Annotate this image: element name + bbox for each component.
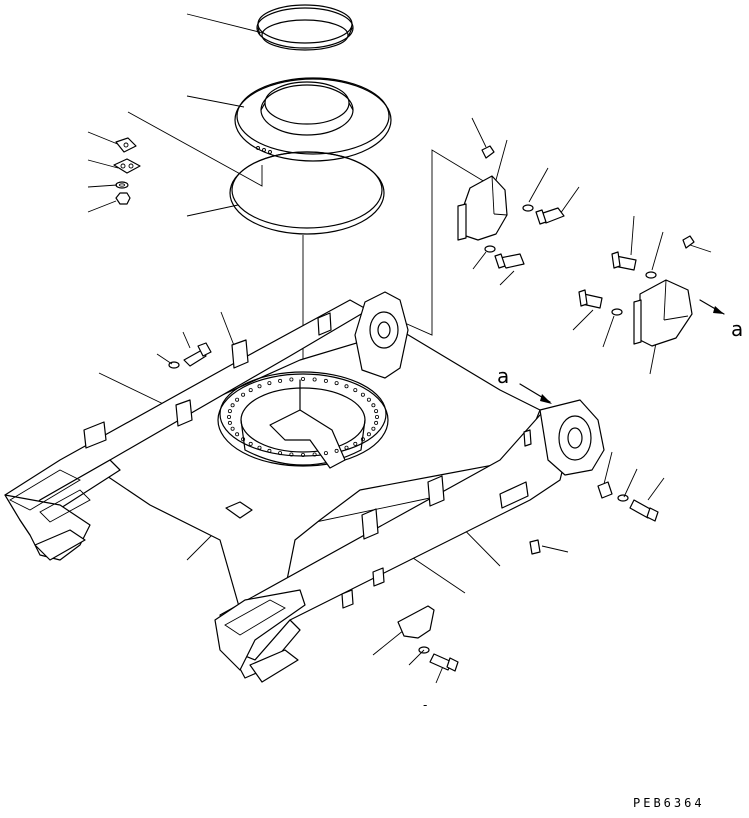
view-label-a-left: a bbox=[497, 364, 510, 388]
bolt-hole bbox=[374, 420, 379, 425]
bolt-hole bbox=[227, 420, 232, 425]
bolt-hole bbox=[323, 451, 328, 456]
view-arrow bbox=[519, 383, 552, 404]
bolt-hole bbox=[371, 403, 376, 408]
bolt-hole bbox=[278, 378, 283, 383]
bolt-hole bbox=[374, 409, 379, 414]
track-frame bbox=[4, 291, 605, 683]
bolt-hole bbox=[226, 414, 231, 419]
upper-seal-ring bbox=[256, 4, 354, 51]
bolt-hole bbox=[371, 426, 376, 431]
small-parts-lower bbox=[168, 342, 659, 672]
bolt-hole bbox=[230, 403, 235, 408]
bolt-hole bbox=[241, 437, 246, 442]
drawing-code: PEB6364 bbox=[633, 796, 705, 810]
bolt-hole bbox=[366, 432, 371, 437]
bolt-hole bbox=[353, 388, 358, 393]
bracket-guard-right bbox=[578, 235, 725, 347]
leader-lines bbox=[87, 13, 712, 684]
bolt-hole bbox=[344, 384, 349, 389]
swing-circle-bolt-holes bbox=[226, 376, 379, 457]
bolt-hole bbox=[257, 384, 262, 389]
bolt-hole bbox=[300, 376, 305, 381]
bolt-hole bbox=[300, 452, 305, 457]
small-parts-left bbox=[113, 137, 141, 205]
bolt-hole bbox=[334, 381, 339, 386]
bolt-hole bbox=[289, 377, 294, 382]
bolt-hole bbox=[289, 452, 294, 457]
bolt-hole bbox=[312, 452, 317, 457]
bolt-hole bbox=[227, 409, 232, 414]
bolt-hole bbox=[241, 392, 246, 397]
bolt-hole bbox=[267, 448, 272, 453]
bolt-hole bbox=[334, 448, 339, 453]
bolt-hole bbox=[366, 397, 371, 402]
bolt-hole bbox=[257, 445, 262, 450]
bolt-hole bbox=[248, 441, 253, 446]
bolt-hole bbox=[374, 414, 379, 419]
o-ring bbox=[229, 151, 385, 235]
bolt-hole bbox=[230, 426, 235, 431]
bolt-hole bbox=[344, 445, 349, 450]
bolt-hole bbox=[360, 437, 365, 442]
bolt-hole bbox=[312, 377, 317, 382]
bolt-hole bbox=[360, 392, 365, 397]
view-label-a-right: a bbox=[731, 317, 744, 341]
bolt-hole bbox=[353, 441, 358, 446]
bolt-hole bbox=[235, 397, 240, 402]
bolt-hole bbox=[248, 388, 253, 393]
bracket-guard-upper bbox=[457, 145, 565, 269]
bolt-hole bbox=[235, 432, 240, 437]
bolt-hole bbox=[323, 378, 328, 383]
seal-plate bbox=[234, 77, 392, 162]
bolt-hole bbox=[278, 451, 283, 456]
bolt-hole bbox=[267, 381, 272, 386]
stray-mark: - bbox=[423, 698, 428, 712]
